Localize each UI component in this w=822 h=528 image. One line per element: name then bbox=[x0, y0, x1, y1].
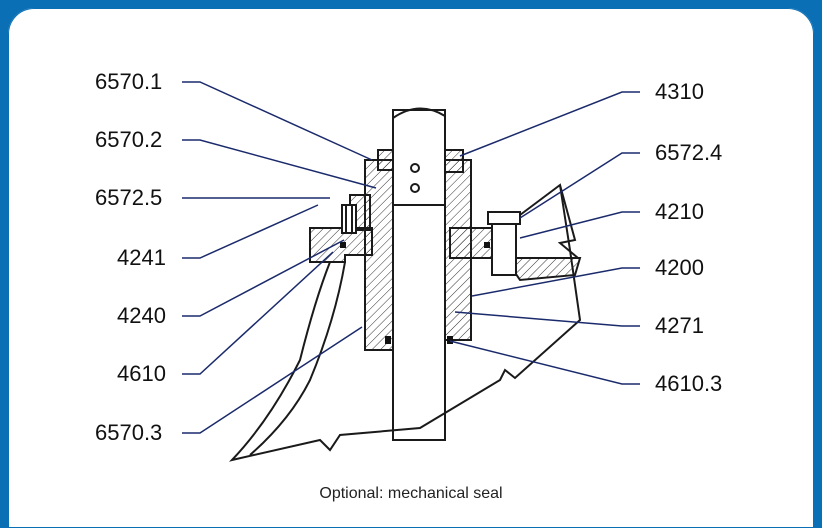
callout-6570-1: 6570.1 bbox=[95, 69, 163, 94]
shaft bbox=[392, 107, 446, 441]
callout-4610-3: 4610.3 bbox=[655, 371, 723, 396]
callout-6570-2: 6570.2 bbox=[95, 127, 163, 152]
callout-4271: 4271 bbox=[655, 313, 704, 338]
left-housing bbox=[309, 149, 394, 351]
callout-4610: 4610 bbox=[117, 361, 166, 386]
leader-lines-left bbox=[182, 81, 377, 434]
o-rings bbox=[340, 242, 490, 344]
callout-4241: 4241 bbox=[117, 245, 166, 270]
pump-casing bbox=[228, 183, 582, 462]
callout-6572-4: 6572.4 bbox=[655, 140, 723, 165]
callout-6572-5: 6572.5 bbox=[95, 185, 163, 210]
right-housing bbox=[444, 149, 582, 341]
leader-lines-right bbox=[449, 91, 640, 385]
callout-4210: 4210 bbox=[655, 199, 704, 224]
callout-4310: 4310 bbox=[655, 79, 704, 104]
callout-6570-3: 6570.3 bbox=[95, 420, 163, 445]
callout-4240: 4240 bbox=[117, 303, 166, 328]
diagram-caption: Optional: mechanical seal bbox=[319, 485, 503, 502]
callout-4200: 4200 bbox=[655, 255, 704, 280]
